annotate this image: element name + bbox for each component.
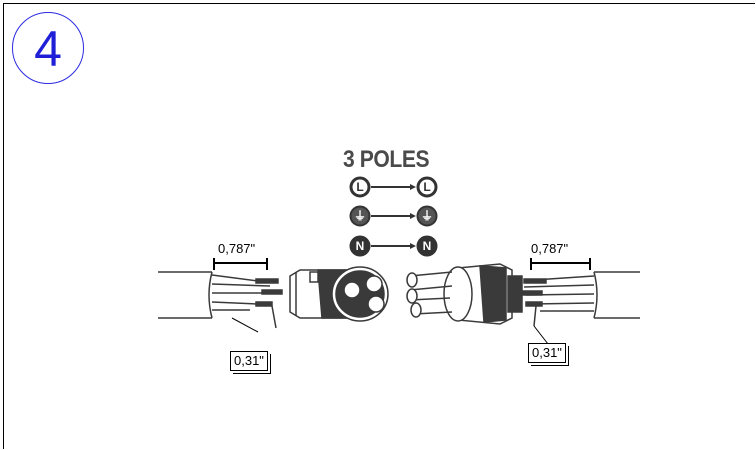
pole-symbol-earth-left <box>349 205 371 227</box>
pole-symbol-l-right <box>416 176 438 198</box>
earth-symbol-left: ⏚ <box>354 209 366 223</box>
pole-letter-l-left: L <box>356 180 363 194</box>
page-frame <box>3 3 755 449</box>
pole-symbol-l-left <box>349 176 371 198</box>
pole-letter-l-right: L <box>423 180 430 194</box>
pole-legend <box>349 176 438 257</box>
poles-title: 3 POLES <box>343 146 430 173</box>
right-connector <box>406 263 523 325</box>
pole-letter-n-right: N <box>423 239 432 253</box>
wire-strip-label-right: 0,31" <box>528 343 569 366</box>
strip-length-label-left: 0,787" <box>218 241 256 256</box>
earth-symbol-right: ⏚ <box>421 209 433 223</box>
strip-length-label-right: 0,787" <box>531 241 569 256</box>
pole-symbol-earth-right <box>416 205 438 227</box>
right-dimension-bar <box>530 258 591 345</box>
step-number-badge: 4 <box>12 12 84 84</box>
left-connector <box>289 266 389 322</box>
left-dimension-bar <box>213 258 268 333</box>
right-cable <box>519 271 640 327</box>
pole-symbol-n-left <box>349 235 371 257</box>
left-cable <box>158 271 283 329</box>
wire-strip-label-left: 0,31" <box>230 351 271 374</box>
pole-symbol-n-right <box>416 235 438 257</box>
pole-letter-n-left: N <box>356 239 365 253</box>
